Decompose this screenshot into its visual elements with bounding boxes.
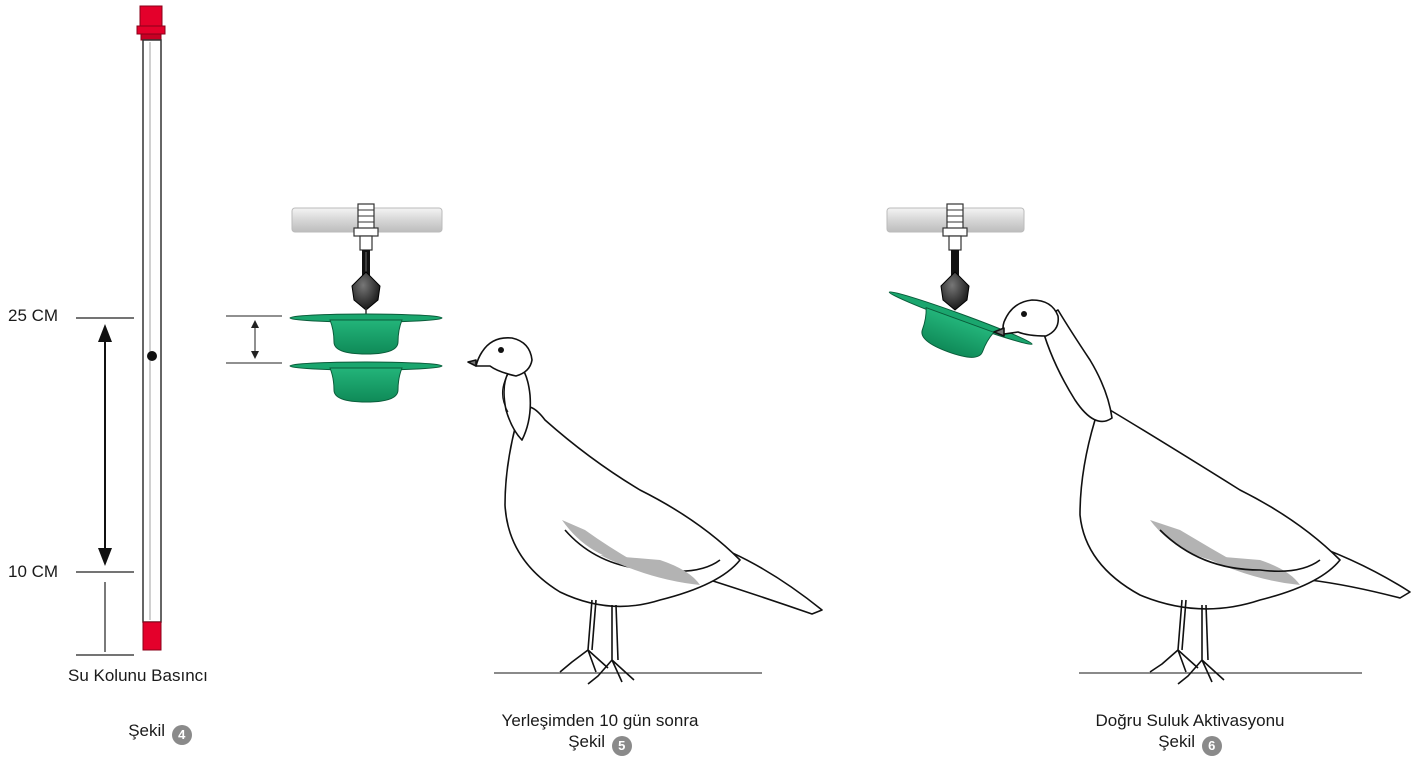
figure-number-badge: 5 <box>611 736 632 756</box>
label-10cm: 10 CM <box>8 562 59 581</box>
turkey-fig6 <box>993 299 1411 685</box>
turkey-fig5 <box>467 336 823 685</box>
nipple-valve <box>351 271 381 311</box>
drinker-fig5 <box>226 203 443 403</box>
nipple-valve <box>940 271 970 311</box>
water-column <box>76 5 166 656</box>
caption-fig5: Yerleşimden 10 gün sonra Şekil 5 <box>430 710 770 756</box>
caption-fig6: Doğru Suluk Aktivasyonu Şekil 6 <box>1020 710 1360 756</box>
turkey-body <box>504 405 741 608</box>
level-marker <box>147 351 157 361</box>
caption-word: Şekil <box>568 732 606 751</box>
caption-word: Şekil <box>128 721 166 740</box>
red-cap <box>139 5 163 29</box>
red-bottom <box>142 621 162 651</box>
water-column-title: Su Kolunu Basıncı <box>68 666 208 685</box>
tube <box>142 39 162 623</box>
figure-number-badge: 4 <box>171 725 192 745</box>
turkey-head <box>1002 299 1060 337</box>
drinker-fig6 <box>886 203 1033 358</box>
caption-fig4: Şekil 4 <box>100 720 220 745</box>
caption-line: Yerleşimden 10 gün sonra <box>501 711 699 730</box>
turkey-body <box>1079 409 1341 610</box>
caption-line: Doğru Suluk Aktivasyonu <box>1095 711 1285 730</box>
turkey-head <box>475 336 533 377</box>
label-25cm: 25 CM <box>8 306 59 325</box>
figure-number-badge: 6 <box>1201 736 1222 756</box>
caption-word: Şekil <box>1158 732 1196 751</box>
